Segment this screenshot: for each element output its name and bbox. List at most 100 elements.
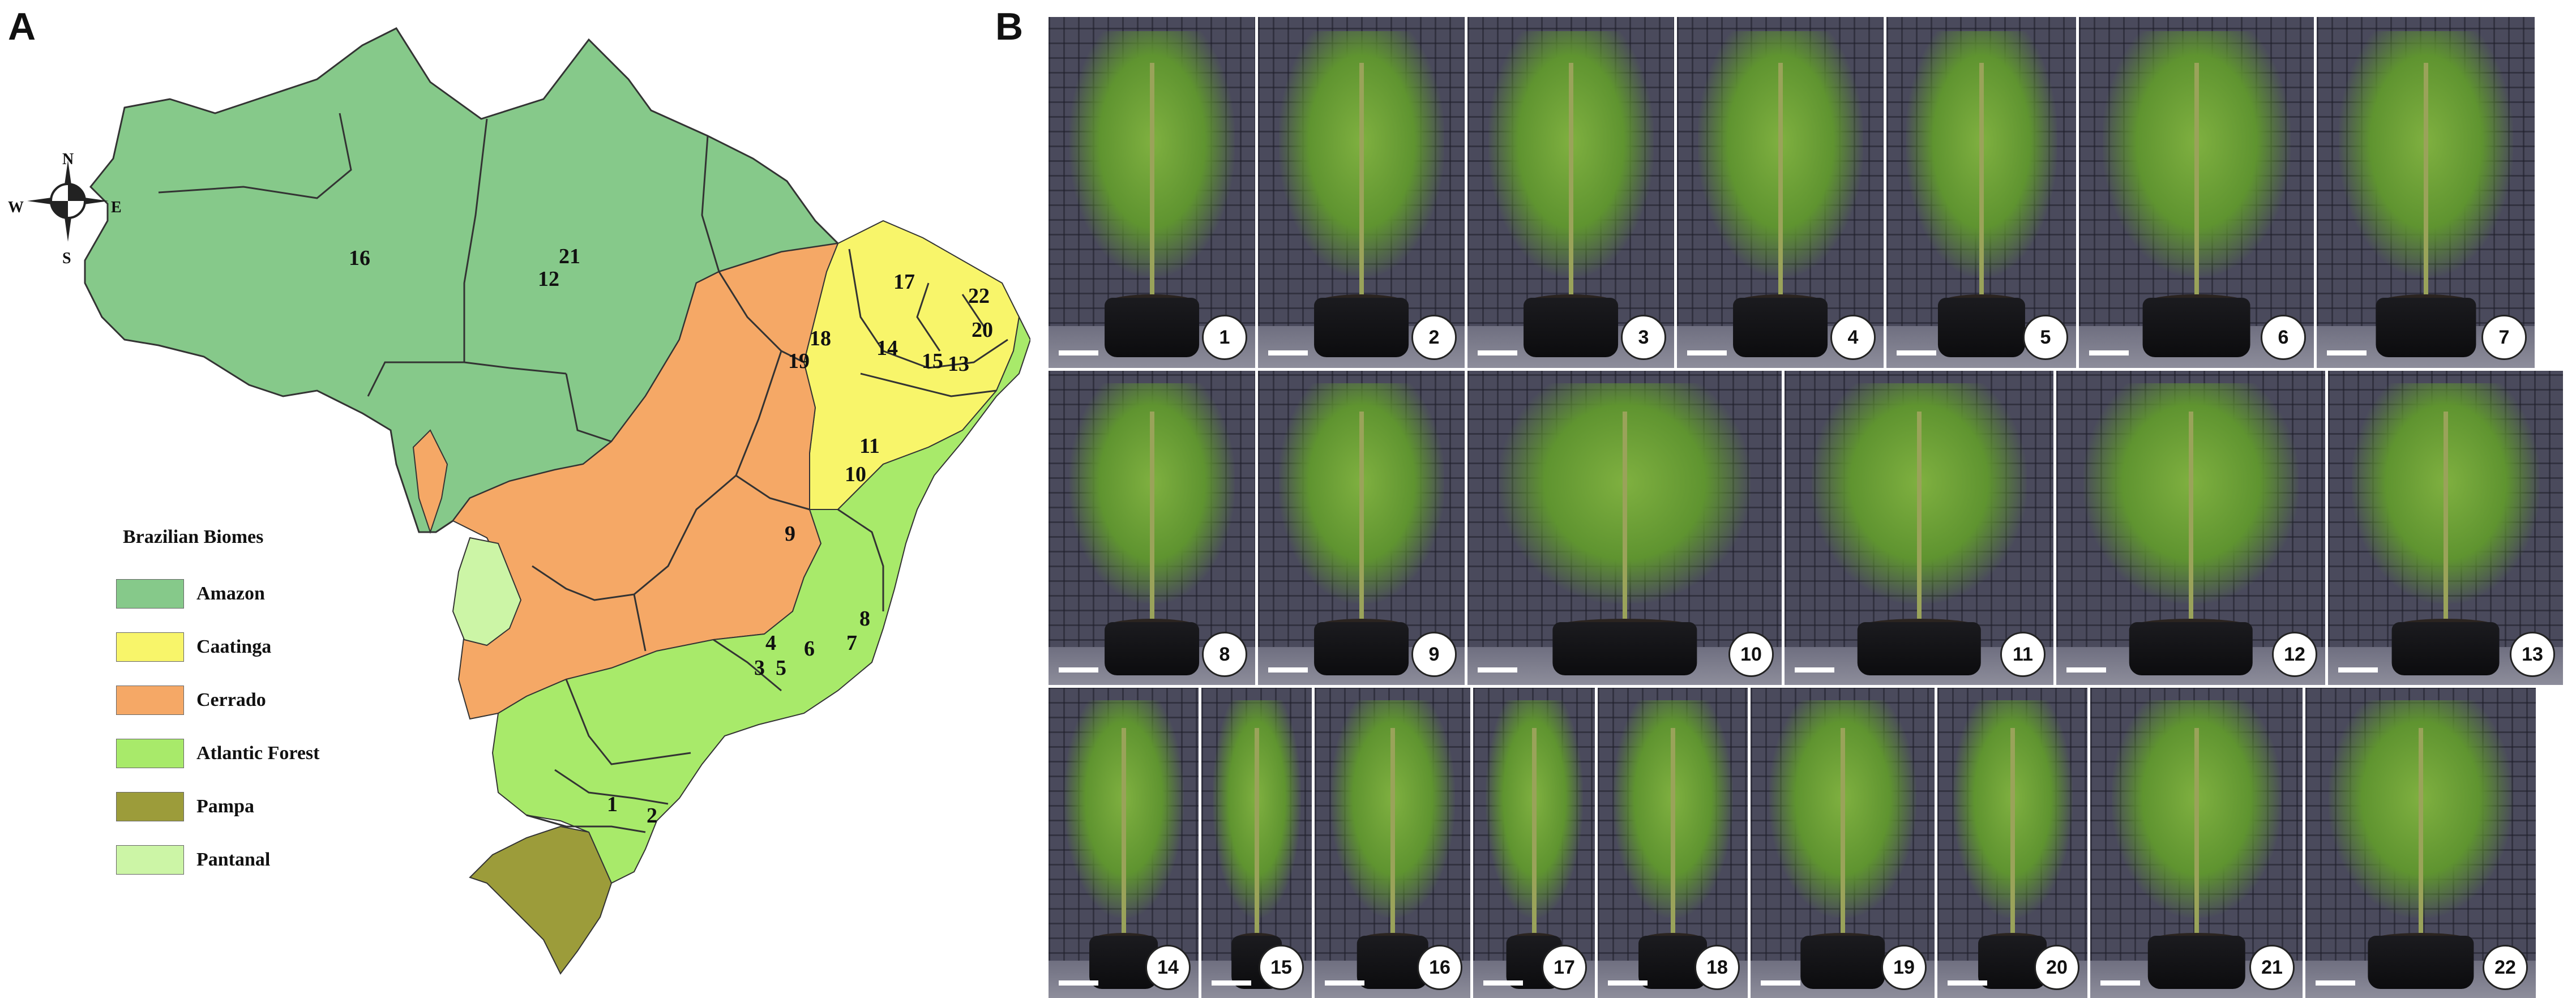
panel-a-letter: A <box>8 5 36 48</box>
biome-pantanal-region <box>452 537 522 646</box>
plant-pot <box>2129 622 2253 676</box>
plant-photo: 18 <box>1598 688 1748 998</box>
scale-bar <box>2089 350 2129 355</box>
legend-swatch <box>116 845 184 875</box>
plant-pot <box>1104 622 1200 676</box>
photo-number-badge: 12 <box>2272 632 2317 677</box>
legend-item: Amazon <box>116 567 319 620</box>
plant-photo: 5 <box>1886 17 2076 368</box>
plant-photo: 15 <box>1201 688 1312 998</box>
photo-number-badge: 18 <box>1694 945 1740 990</box>
map-site-label: 17 <box>893 270 915 294</box>
cassava-stem <box>2194 728 2199 945</box>
cassava-stem <box>1531 728 1537 945</box>
photo-number-badge: 4 <box>1830 315 1876 360</box>
plant-pot <box>1313 622 1409 676</box>
map-site-label: 20 <box>972 318 993 342</box>
scale-bar <box>2100 980 2140 986</box>
plant-photo: 20 <box>1937 688 2087 998</box>
map-site-label: 19 <box>788 349 810 373</box>
map-site-label: 15 <box>922 349 943 373</box>
map-site-label: 16 <box>349 246 370 270</box>
scale-bar <box>1325 980 1364 986</box>
plant-pot <box>1732 298 1828 358</box>
scale-bar <box>1948 980 1987 986</box>
legend-item: Cerrado <box>116 674 319 727</box>
plant-pot <box>2142 298 2250 358</box>
scale-bar <box>1478 667 1517 673</box>
photo-number-badge: 14 <box>1145 945 1191 990</box>
cassava-stem <box>1622 412 1627 632</box>
plant-photo: 11 <box>1785 371 2053 685</box>
plant-photo: 2 <box>1258 17 1465 368</box>
scale-bar <box>1761 980 1800 986</box>
plant-photo: 3 <box>1467 17 1674 368</box>
photo-number-badge: 1 <box>1202 315 1247 360</box>
compass-north-label: N <box>62 151 74 168</box>
map-site-label: 21 <box>559 245 580 268</box>
plant-pot <box>1104 298 1200 358</box>
legend-swatch <box>116 579 184 609</box>
scale-bar <box>2327 350 2367 355</box>
panel-b-letter: B <box>995 5 1024 48</box>
map-site-label: 22 <box>968 284 990 308</box>
photo-number-badge: 7 <box>2481 315 2527 360</box>
compass-west-label: W <box>8 199 24 216</box>
photo-number-badge: 17 <box>1542 945 1587 990</box>
plant-photo: 1 <box>1049 17 1255 368</box>
map-site-label: 12 <box>538 267 559 291</box>
photo-number-badge: 8 <box>1202 632 1247 677</box>
photo-number-badge: 15 <box>1259 945 1304 990</box>
scale-bar <box>1795 667 1834 673</box>
map-site-label: 14 <box>876 336 898 360</box>
map-site-label: 6 <box>804 637 815 661</box>
scale-bar <box>1608 980 1648 986</box>
map-site-label: 11 <box>859 434 880 458</box>
plant-pot <box>1523 298 1619 358</box>
scale-bar <box>1268 350 1308 355</box>
scale-bar <box>2066 667 2106 673</box>
cassava-stem <box>2194 62 2199 309</box>
plant-pot <box>1937 298 2025 358</box>
photo-number-badge: 16 <box>1417 945 1462 990</box>
plant-pot <box>1857 622 1981 676</box>
photo-number-badge: 22 <box>2483 945 2528 990</box>
compass-south-label: S <box>62 250 71 267</box>
photo-number-badge: 5 <box>2023 315 2068 360</box>
plant-pot <box>1800 936 1885 989</box>
plant-photo: 4 <box>1677 17 1884 368</box>
photo-number-badge: 11 <box>2000 632 2046 677</box>
plant-pot <box>2367 936 2474 989</box>
scale-bar <box>2316 980 2355 986</box>
photo-number-badge: 6 <box>2261 315 2306 360</box>
legend-swatch <box>116 739 184 768</box>
cassava-stem <box>1778 62 1783 309</box>
plant-pot <box>1357 936 1428 989</box>
cassava-stem <box>1359 412 1364 632</box>
plant-photo: 16 <box>1315 688 1470 998</box>
cassava-stem <box>1149 412 1154 632</box>
map-site-label: 1 <box>607 793 618 816</box>
photo-number-badge: 19 <box>1881 945 1927 990</box>
photo-number-badge: 20 <box>2034 945 2079 990</box>
scale-bar <box>1268 667 1308 673</box>
plant-pot <box>2391 622 2500 676</box>
photo-number-badge: 10 <box>1728 632 1774 677</box>
map-site-label: 2 <box>647 804 657 828</box>
compass-rose-icon <box>27 160 109 242</box>
plant-photo: 19 <box>1751 688 1935 998</box>
photo-number-badge: 3 <box>1621 315 1666 360</box>
legend-label: Atlantic Forest <box>196 743 320 764</box>
state-borders <box>158 113 1008 833</box>
scale-bar <box>1059 980 1098 986</box>
map-site-label: 3 <box>754 656 765 680</box>
map-site-label: 4 <box>765 631 776 655</box>
plant-photo: 7 <box>2317 17 2535 368</box>
cassava-stem <box>1568 62 1573 309</box>
map-site-label: 10 <box>845 462 866 486</box>
legend-label: Pantanal <box>196 849 271 870</box>
biome-atlantic-forest-region <box>491 315 1030 884</box>
legend-item: Pampa <box>116 780 319 833</box>
legend-label: Caatinga <box>196 636 272 657</box>
